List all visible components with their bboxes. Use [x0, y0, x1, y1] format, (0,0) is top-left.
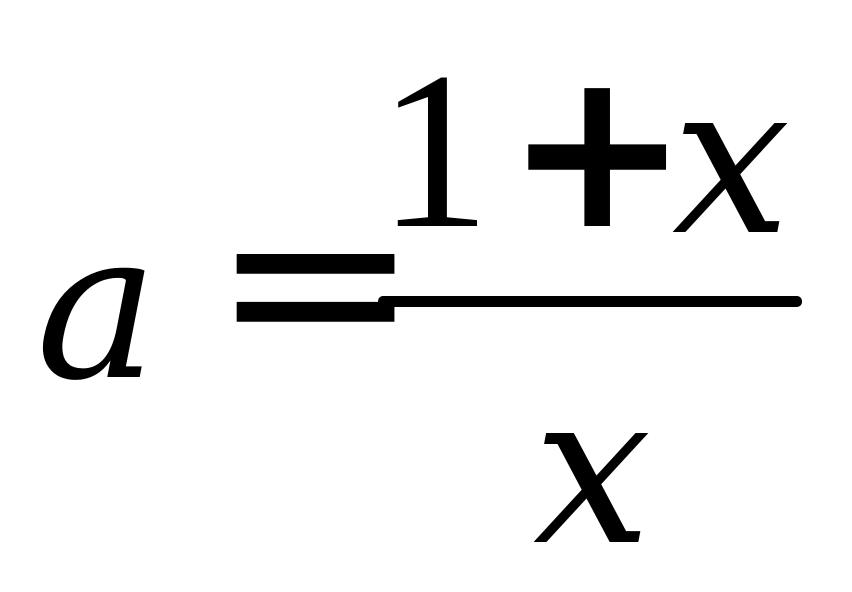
- numerator-variable-x: x: [672, 37, 791, 282]
- numerator-plus-sign: +: [505, 22, 690, 278]
- fraction-bar: [378, 296, 802, 307]
- equals-sign: =: [209, 140, 422, 420]
- numerator-constant: 1: [378, 25, 491, 275]
- lhs-variable-a: a: [36, 188, 159, 426]
- denominator-variable-x: x: [533, 347, 652, 592]
